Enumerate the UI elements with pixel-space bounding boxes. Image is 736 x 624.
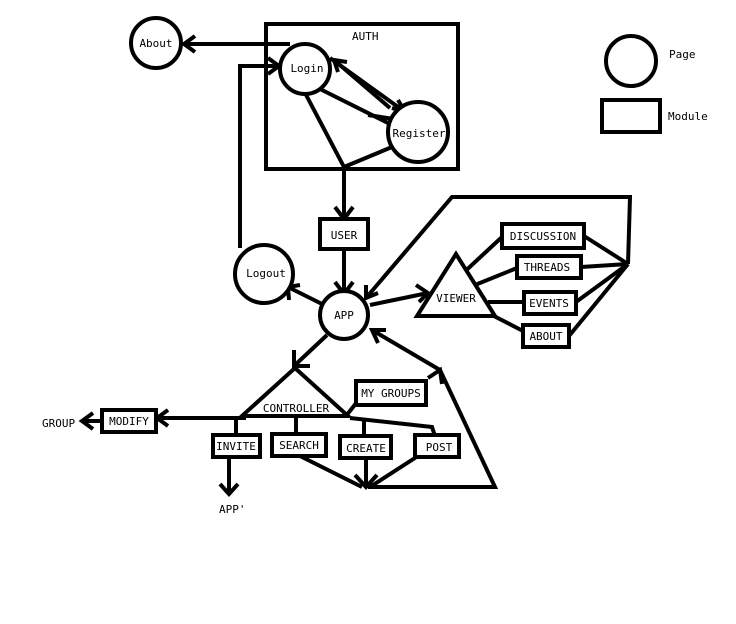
controller-node: CONTROLLER [236,365,354,418]
edge-discussion-hub [582,234,630,266]
edge-login-merge [302,90,346,168]
module-events: EVENTS [522,290,578,316]
module-create-box [338,434,393,460]
module-about-label: ABOUT [529,330,562,343]
page-login-label: Login [290,62,323,75]
legend-module-rect [600,98,662,134]
module-create-label: CREATE [346,442,386,455]
module-threads: THREADS [515,254,583,280]
module-discussion-box [500,222,586,250]
viewer-label: VIEWER [436,292,476,305]
edge-viewer-loop-app-head [364,285,379,301]
module-threads-label: THREADS [524,261,570,274]
edge-loop-mygroups-head [426,366,444,385]
legend-page-circle [604,34,658,88]
edge-post-converge [368,454,420,489]
module-discussion-label: DISCUSSION [510,230,576,243]
auth-module-box [264,22,460,171]
page-app-label: APP [334,309,354,322]
legend-page-label: Page [669,48,696,61]
edge-loop-return [368,369,499,489]
page-register-circle [386,100,450,164]
module-my-groups-box [354,379,428,407]
auth-module: AUTH [264,22,460,171]
edge-invite-appprime-head [218,482,240,497]
module-user-label: USER [331,229,358,242]
legend-module-label: Module [668,110,708,123]
module-post-label: POST [426,441,453,454]
app-prime-label: APP' [219,503,246,516]
page-about-label: About [139,37,172,50]
edge-loop-app [370,328,442,372]
edge-loop-app-head [368,328,386,344]
module-modify-label: MODIFY [109,415,149,428]
page-logout: Logout [233,243,295,305]
page-login: Login [278,42,332,96]
module-events-label: EVENTS [529,297,569,310]
module-invite-label: INVITE [216,440,256,453]
page-about: About [129,16,183,70]
edge-search-converge [299,454,363,489]
edge-app-logout [287,285,323,306]
module-modify-box [100,408,158,434]
controller-label: CONTROLLER [263,402,330,415]
edge-about-hub [567,262,630,338]
group-label: GROUP [42,417,75,430]
module-search: SEARCH [270,432,328,458]
viewer-triangle [413,250,499,318]
page-logout-label: Logout [246,267,286,280]
page-app-circle [318,289,370,341]
edge-auth-about-head [180,34,197,54]
module-invite: INVITE [211,433,262,459]
module-invite-box [211,433,262,459]
edge-logout-login [238,64,279,248]
edge-viewer-loop-app [364,195,633,300]
module-user: USER [318,217,370,251]
module-modify: MODIFY [100,408,158,434]
module-post: POST [413,433,461,459]
edge-register-login-head [331,57,348,73]
page-register: Register [386,100,450,164]
module-my-groups: MY GROUPS [354,379,428,407]
page-app: APP [318,289,370,341]
module-search-label: SEARCH [279,439,319,452]
module-my-groups-label: MY GROUPS [361,387,421,400]
edge-converge-head [353,473,379,490]
legend: Page Module [600,34,708,134]
auth-module-label: AUTH [352,30,379,43]
module-about-box [521,323,571,349]
page-register-label: Register [393,127,446,140]
edge-app-viewer [369,291,429,307]
controller-triangle [236,365,354,418]
edge-register-merge [343,145,393,169]
module-create: CREATE [338,434,393,460]
edge-threads-hub [580,262,629,269]
edge-modify-group-head [78,411,95,431]
edge-app-viewer-head [414,283,432,304]
edge-events-hub [574,262,630,304]
edge-register-login [332,58,392,110]
page-login-circle [278,42,332,96]
page-about-circle [129,16,183,70]
page-logout-circle [233,243,295,305]
module-threads-box [515,254,583,280]
module-user-box [318,217,370,251]
viewer-node: VIEWER [413,250,499,318]
module-post-box [413,433,461,459]
module-search-box [270,432,328,458]
module-about: ABOUT [521,323,571,349]
edge-app-controller [292,333,329,368]
edge-viewer-threads [469,266,518,289]
edge-app-controller-head [292,350,310,368]
module-discussion: DISCUSSION [500,222,586,250]
module-events-box [522,290,578,316]
